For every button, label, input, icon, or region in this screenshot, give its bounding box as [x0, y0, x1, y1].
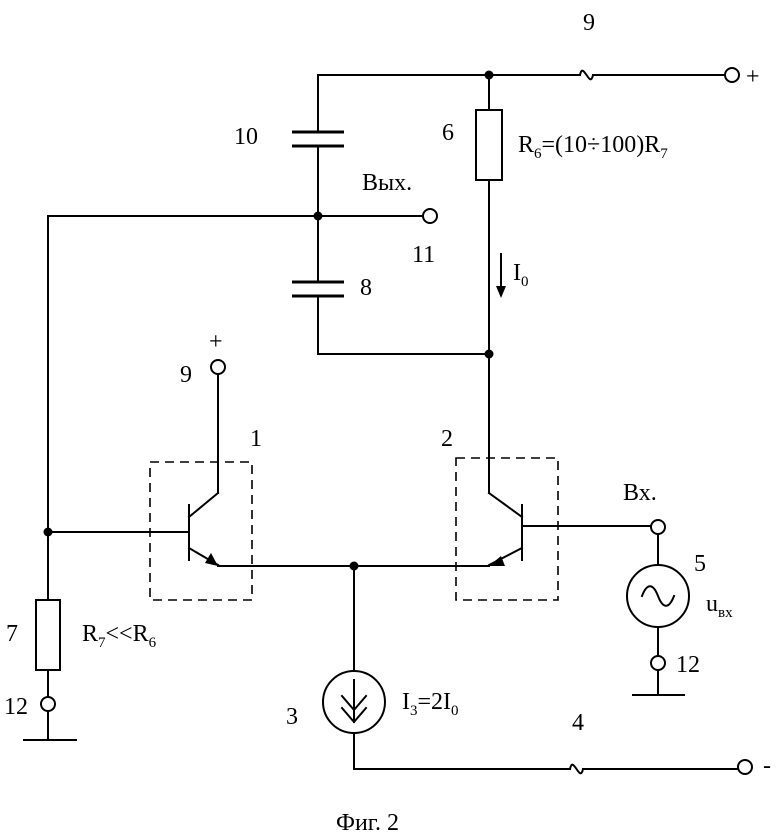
voltage-source-5	[626, 533, 690, 696]
input-terminal	[650, 519, 666, 535]
transistor-2	[455, 353, 652, 601]
label-r7-relation: R7<<R6	[82, 621, 157, 651]
output-terminal	[422, 208, 438, 224]
i3-subscript: 3	[410, 703, 418, 719]
i3-expression: =2I	[418, 689, 452, 715]
feedback-wire	[43, 215, 190, 601]
r6-symbol: R	[518, 132, 534, 158]
transistor-1-supply-terminal	[210, 359, 226, 375]
negative-terminal	[737, 759, 753, 775]
label-transistor-2: 2	[441, 426, 453, 452]
positive-rail	[317, 69, 725, 81]
label-node-9-top: 9	[583, 10, 595, 36]
resistor-6	[475, 74, 503, 355]
label-node-9-left: 9	[180, 362, 192, 388]
label-resistor-7: 7	[6, 621, 18, 647]
emitter-bus	[217, 561, 490, 672]
i3-subscript-0: 0	[451, 703, 459, 719]
resistor-7	[23, 599, 77, 741]
output-node	[47, 211, 423, 221]
label-node-12-left: 12	[4, 694, 28, 720]
r7-symbol: R	[82, 621, 98, 647]
r7-subscript-6: 6	[149, 635, 157, 651]
capacitor-10	[292, 74, 344, 283]
r7-expression: <<R	[106, 621, 149, 647]
label-r6-relation: R6=(10÷100)R7	[518, 132, 668, 162]
u-symbol: u	[706, 591, 718, 617]
r6-subscript-7: 7	[660, 146, 668, 162]
label-input: Вх.	[623, 480, 657, 506]
label-node-4: 4	[572, 710, 584, 736]
label-minus: -	[763, 753, 771, 779]
u-subscript: вх	[718, 605, 733, 621]
label-capacitor-8: 8	[360, 275, 372, 301]
figure-caption: Фиг. 2	[336, 810, 399, 836]
r7-subscript: 7	[98, 635, 106, 651]
label-current-i0: I0	[513, 260, 529, 290]
label-transistor-1: 1	[250, 426, 262, 452]
label-plus-left: +	[209, 329, 223, 355]
label-plus-top: +	[746, 64, 760, 90]
r6-expression: =(10÷100)R	[542, 132, 661, 158]
label-input-voltage: uвх	[706, 591, 733, 621]
r6-subscript: 6	[534, 146, 542, 162]
label-resistor-6: 6	[442, 120, 454, 146]
label-current-source-3: 3	[286, 704, 298, 730]
label-node-12-right: 12	[676, 652, 700, 678]
label-source-5: 5	[694, 551, 706, 577]
positive-terminal	[724, 67, 740, 83]
negative-rail	[353, 763, 738, 775]
i0-subscript: 0	[521, 274, 529, 290]
label-current-i3: I3=2I0	[402, 689, 459, 719]
current-source-3	[322, 670, 386, 770]
label-node-11: 11	[412, 242, 435, 268]
i3-symbol: I	[402, 689, 410, 715]
label-output: Вых.	[362, 170, 412, 196]
capacitor-8	[292, 280, 494, 359]
label-capacitor-10: 10	[234, 124, 258, 150]
i0-symbol: I	[513, 260, 521, 286]
current-i0-arrow	[496, 253, 506, 298]
